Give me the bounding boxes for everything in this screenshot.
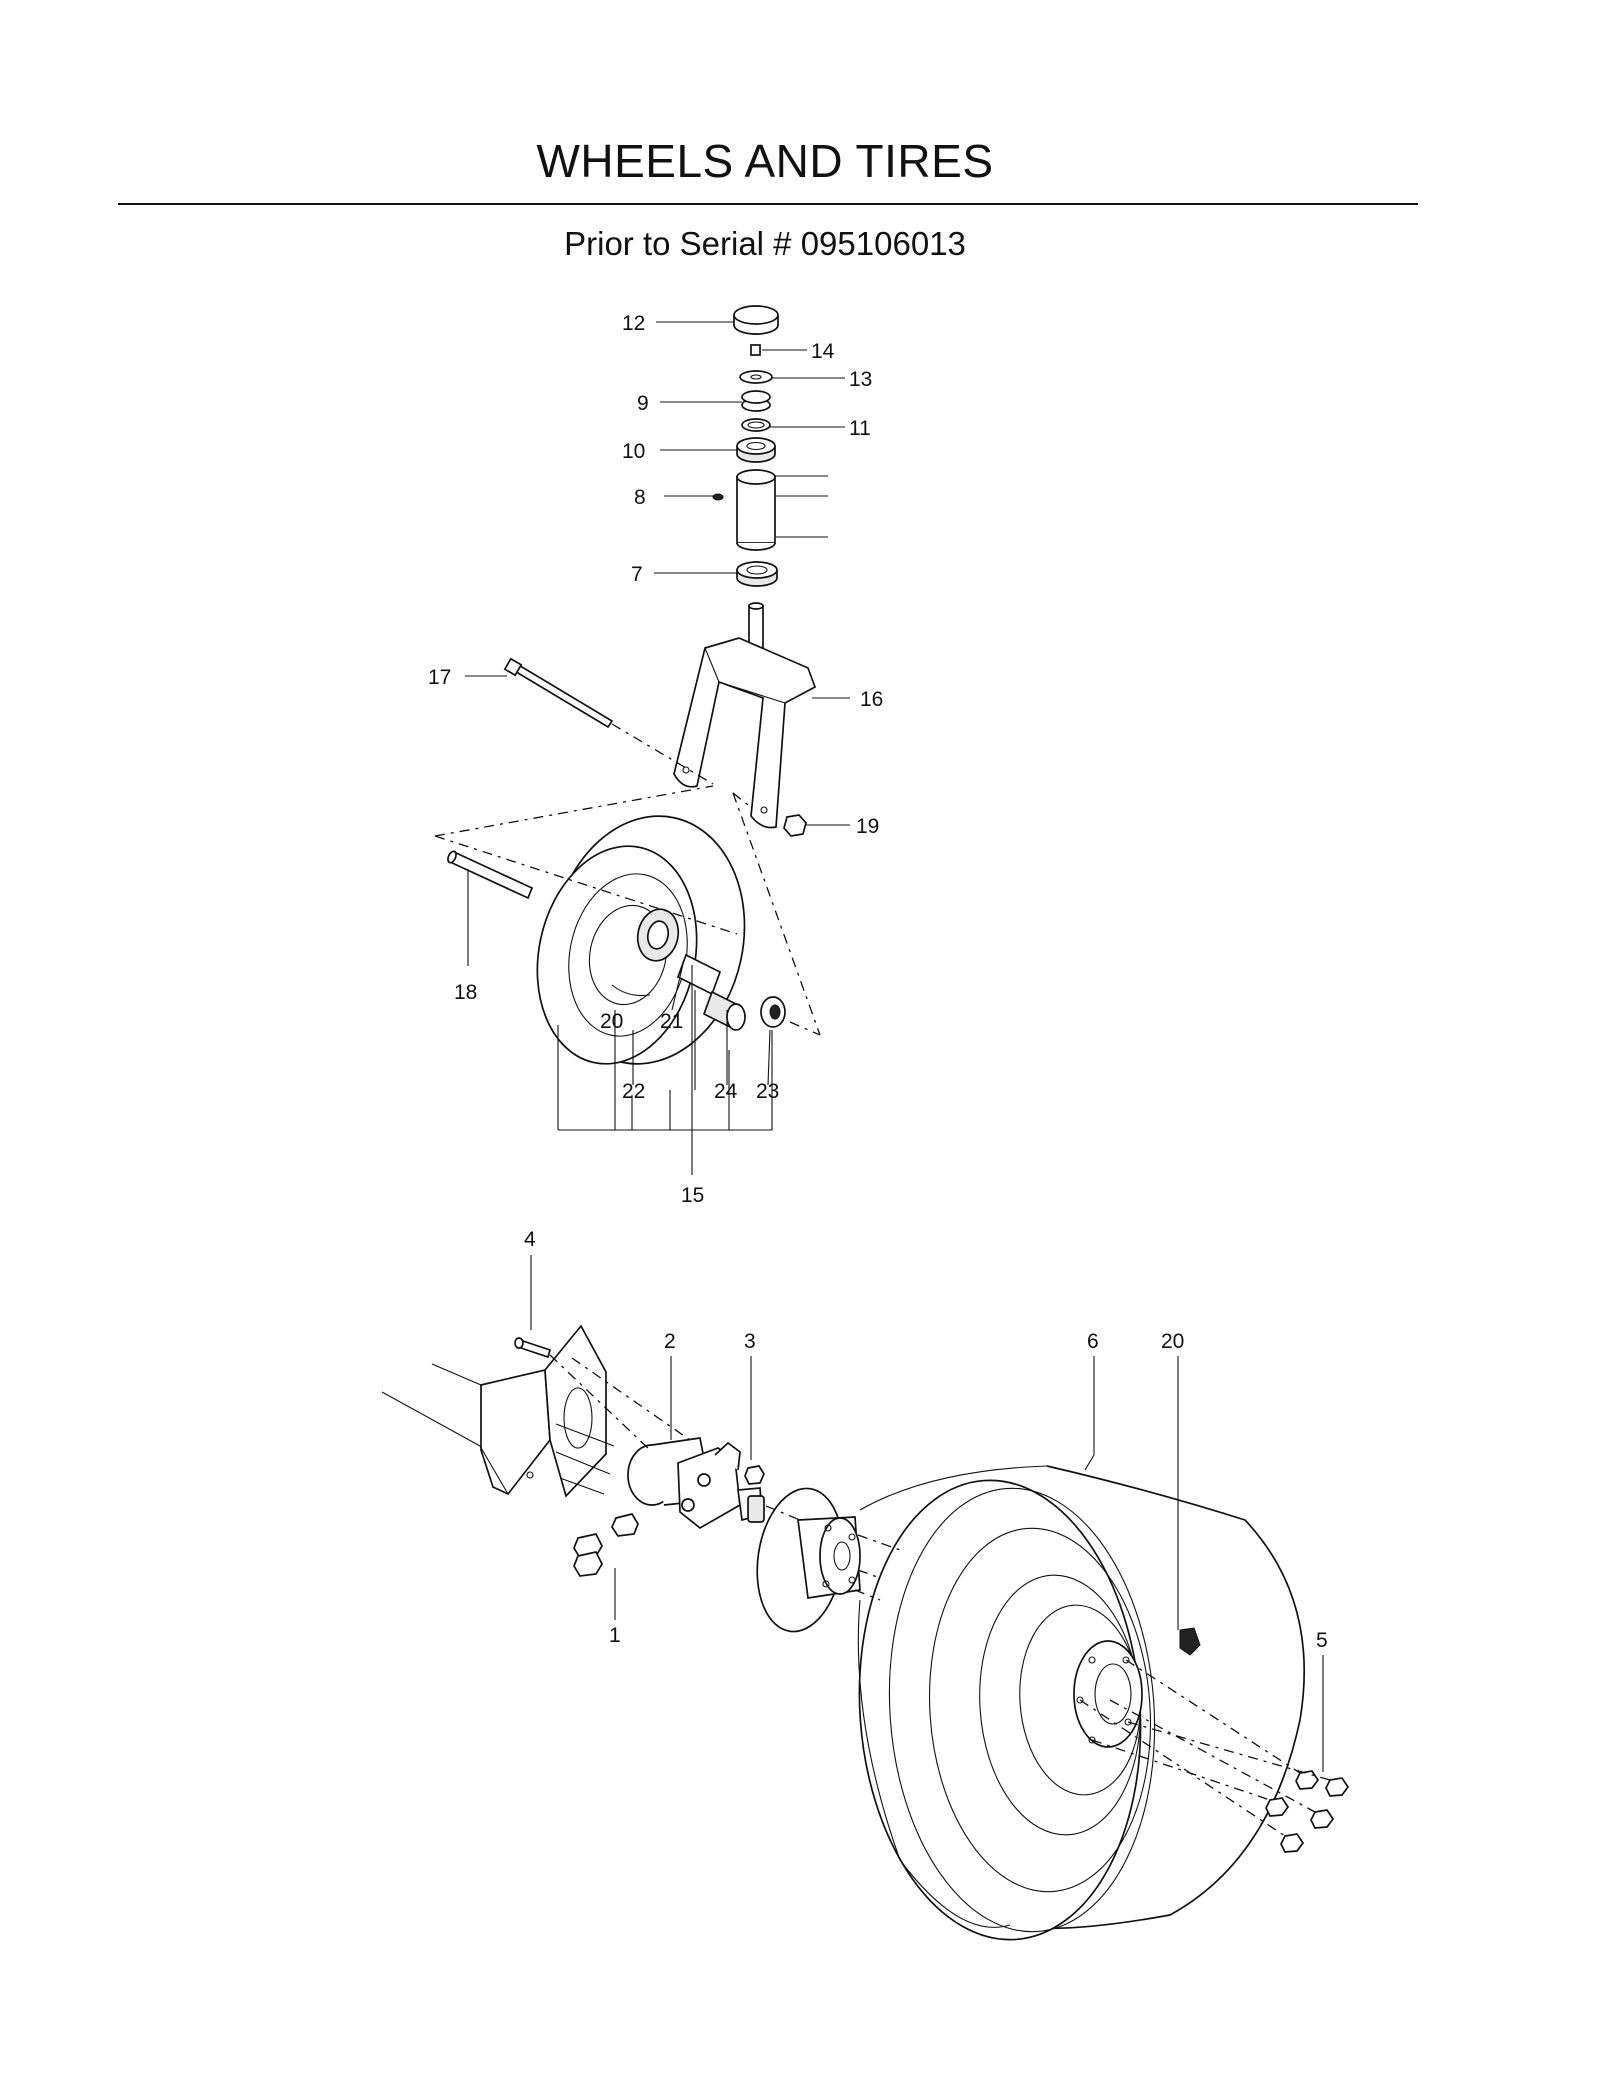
callout-9: 9 xyxy=(637,392,649,415)
title-divider xyxy=(118,203,1418,205)
callout-17: 17 xyxy=(428,666,451,689)
part-10-bearing xyxy=(736,437,776,463)
callout-4: 4 xyxy=(524,1228,536,1251)
part-14-fitting xyxy=(750,344,761,356)
callout-16: 16 xyxy=(860,688,883,711)
callout-20-drive: 20 xyxy=(1161,1330,1184,1353)
callout-21: 21 xyxy=(660,1010,683,1033)
caster-assembly: 12 14 13 9 11 10 8 7 17 16 19 18 20 21 2… xyxy=(428,305,883,1207)
part-6-tire xyxy=(857,1465,1306,1941)
part-23-washer xyxy=(760,996,786,1028)
callout-23: 23 xyxy=(756,1080,779,1103)
callout-13: 13 xyxy=(849,368,872,391)
callout-22: 22 xyxy=(622,1080,645,1103)
part-13-washer xyxy=(739,370,773,384)
part-7-bearing xyxy=(736,561,778,587)
part-24-roller-bearing xyxy=(676,953,746,1031)
part-9-nut xyxy=(741,390,771,412)
part-20-valve-stem xyxy=(1179,1627,1201,1656)
callout-2: 2 xyxy=(664,1330,676,1353)
part-12-dust-cap xyxy=(733,305,779,335)
part-18-spacer xyxy=(447,850,534,900)
serial-note: Prior to Serial # 095106013 xyxy=(564,225,966,262)
part-17-axle-bolt xyxy=(503,657,614,729)
part-1-fittings xyxy=(573,1513,639,1577)
pivot-sleeve xyxy=(736,469,776,551)
callout-14: 14 xyxy=(811,340,835,363)
part-16-caster-fork xyxy=(673,602,817,829)
callout-12: 12 xyxy=(622,312,645,335)
callout-20-caster: 20 xyxy=(600,1010,623,1033)
frame-arm xyxy=(381,1324,615,1498)
drive-wheel-assembly: 4 2 3 6 20 5 1 xyxy=(381,1228,1350,1941)
callout-11: 11 xyxy=(849,417,871,440)
callout-18: 18 xyxy=(454,981,477,1004)
callout-3: 3 xyxy=(744,1330,756,1353)
caster-wheel xyxy=(536,815,746,1065)
part-11-seal xyxy=(741,418,771,432)
page-title: WHEELS AND TIRES xyxy=(536,135,994,187)
callout-10: 10 xyxy=(622,440,645,463)
callout-5: 5 xyxy=(1316,1629,1328,1652)
callout-6: 6 xyxy=(1087,1330,1099,1353)
part-8-grease-fitting xyxy=(712,493,724,501)
callout-7: 7 xyxy=(631,563,643,586)
part-4-bolt xyxy=(514,1337,552,1359)
callout-1: 1 xyxy=(609,1624,621,1647)
part-3-nut xyxy=(744,1465,765,1485)
part-2-wheel-motor xyxy=(627,1437,765,1530)
part-19-nut xyxy=(783,814,807,837)
callout-15: 15 xyxy=(681,1184,704,1207)
wheel-hub xyxy=(756,1487,861,1633)
callout-24: 24 xyxy=(714,1080,738,1103)
callout-19: 19 xyxy=(856,815,879,838)
callout-8: 8 xyxy=(634,486,646,509)
